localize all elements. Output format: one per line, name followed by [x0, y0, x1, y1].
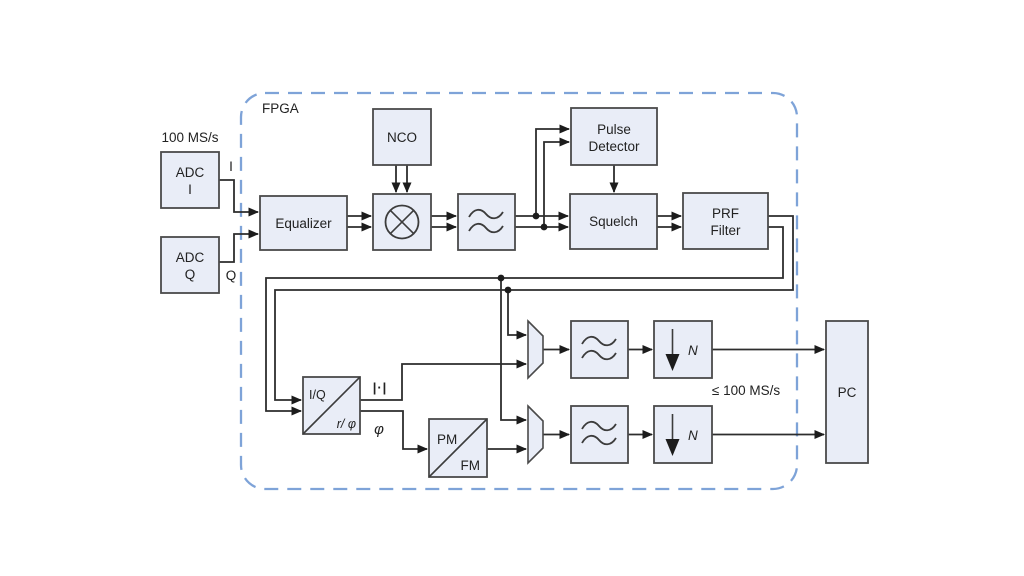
prf-filter-box	[682, 192, 769, 250]
pc-box	[825, 320, 869, 464]
diagonal-divider	[428, 418, 488, 478]
pc-block: PC	[825, 320, 869, 464]
channel-filter-box	[457, 193, 516, 251]
pulse-detector-box	[570, 107, 658, 166]
adc-i-label-line2: I	[188, 182, 192, 197]
output-filter2-block	[570, 405, 629, 464]
decimator1-block: N	[653, 320, 713, 379]
equalizer-box	[259, 195, 348, 251]
wire-label-i: I	[229, 159, 233, 174]
iq-to-polar-block: I/Q r/ φ	[302, 376, 361, 435]
mixer-block	[372, 193, 432, 251]
mux1-shape	[527, 319, 544, 380]
magnitude-signal-label: |·|	[373, 380, 388, 395]
pulse-detector-label-line1: Pulse	[597, 122, 631, 137]
wire-prf-feedback-to-iq-lower	[265, 226, 784, 416]
fpga-region: FPGA	[239, 91, 799, 491]
phase-signal-label: φ	[374, 421, 384, 438]
junction-dot	[497, 274, 505, 282]
squelch-box	[569, 193, 658, 250]
wire-prf-feedback-to-iq-upper	[274, 215, 794, 405]
fpga-label: FPGA	[262, 101, 299, 116]
decimator1-n-label: N	[688, 343, 698, 358]
input-sample-rate-label: 100 MS/s	[161, 130, 218, 145]
pulse-detector-label-line2: Detector	[588, 139, 640, 154]
equalizer-block: Equalizer	[259, 195, 348, 251]
channel-filter-block	[457, 193, 516, 251]
wire-branch-to-pulse-detector-1	[535, 124, 570, 216]
squelch-block: Squelch	[569, 193, 658, 250]
output-filter2-box	[570, 405, 629, 464]
adc-q-block: ADC Q	[160, 236, 220, 294]
equalizer-label: Equalizer	[275, 216, 332, 231]
adc-i-label-line1: ADC	[176, 165, 205, 180]
pulse-detector-block: Pulse Detector	[570, 107, 658, 166]
wire-adc-q-to-equalizer	[219, 229, 259, 263]
wire-phase-to-pmfm	[360, 410, 428, 454]
adc-q-label-line1: ADC	[176, 250, 205, 265]
prf-filter-block: PRF Filter	[682, 192, 769, 250]
iq-to-polar-bottom-label: r/ φ	[337, 417, 356, 431]
decimator1-box	[653, 320, 713, 379]
mux2-shape	[527, 404, 544, 465]
wire-branch-to-mux1-top	[507, 290, 527, 340]
output-sample-rate-label: ≤ 100 MS/s	[712, 383, 780, 398]
wire-branch-to-pulse-detector-2	[543, 137, 570, 227]
wire-branch-to-mux2-top	[500, 278, 527, 425]
diagonal-divider	[302, 376, 361, 435]
nco-box	[372, 108, 432, 166]
decimator2-block: N	[653, 405, 713, 464]
decimator2-box	[653, 405, 713, 464]
junction-dot	[504, 286, 512, 294]
adc-q-box	[160, 236, 220, 294]
mixer-icon	[384, 204, 420, 240]
decimator2-n-label: N	[688, 428, 698, 443]
junction-dot	[532, 212, 540, 220]
squelch-label: Squelch	[589, 214, 638, 229]
adc-i-box	[160, 151, 220, 209]
junction-dot	[540, 223, 548, 231]
pc-label: PC	[838, 385, 857, 400]
wire-magnitude-to-mux1	[360, 359, 527, 401]
signal-wires	[219, 124, 825, 454]
output-filter1-block	[570, 320, 629, 379]
nco-label: NCO	[387, 130, 417, 145]
output-filter1-box	[570, 320, 629, 379]
iq-to-polar-top-label: I/Q	[309, 388, 326, 402]
fm-label: FM	[461, 458, 481, 473]
adc-i-block: ADC I	[160, 151, 220, 209]
fpga-dashed-boundary	[239, 91, 799, 491]
adc-q-label-line2: Q	[185, 267, 196, 282]
wire-label-q: Q	[226, 268, 237, 283]
pm-fm-block: PM FM	[428, 418, 488, 478]
prf-filter-label-line1: PRF	[712, 206, 739, 221]
prf-filter-label-line2: Filter	[711, 223, 742, 238]
pm-label: PM	[437, 432, 457, 447]
wire-adc-i-to-equalizer	[219, 179, 259, 217]
nco-block: NCO	[372, 108, 432, 166]
wire-junctions	[497, 212, 548, 294]
